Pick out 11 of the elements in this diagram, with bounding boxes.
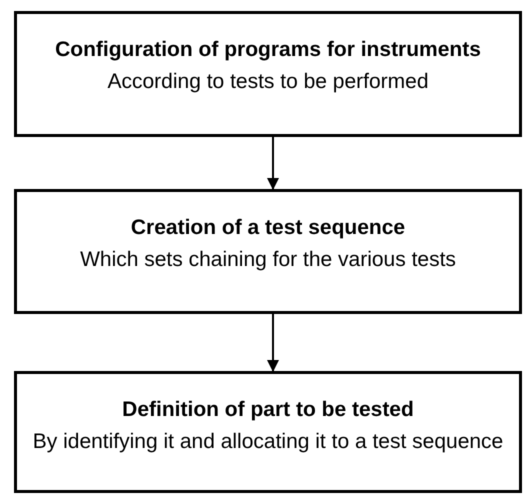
arrow bbox=[267, 137, 279, 190]
process-box bbox=[14, 189, 522, 314]
step-title: Creation of a test sequence bbox=[130, 215, 406, 241]
process-box bbox=[14, 11, 522, 137]
step-description: By identifying it and allocating it to a test sequence bbox=[32, 429, 504, 455]
step-description: Which sets chaining for the various tests bbox=[80, 247, 456, 273]
step-description: According to tests to be performed bbox=[108, 69, 428, 95]
arrow bbox=[267, 314, 279, 372]
process-box bbox=[14, 371, 522, 493]
step-title: Definition of part to be tested bbox=[122, 397, 414, 423]
step-title: Configuration of programs for instruments bbox=[55, 37, 481, 63]
